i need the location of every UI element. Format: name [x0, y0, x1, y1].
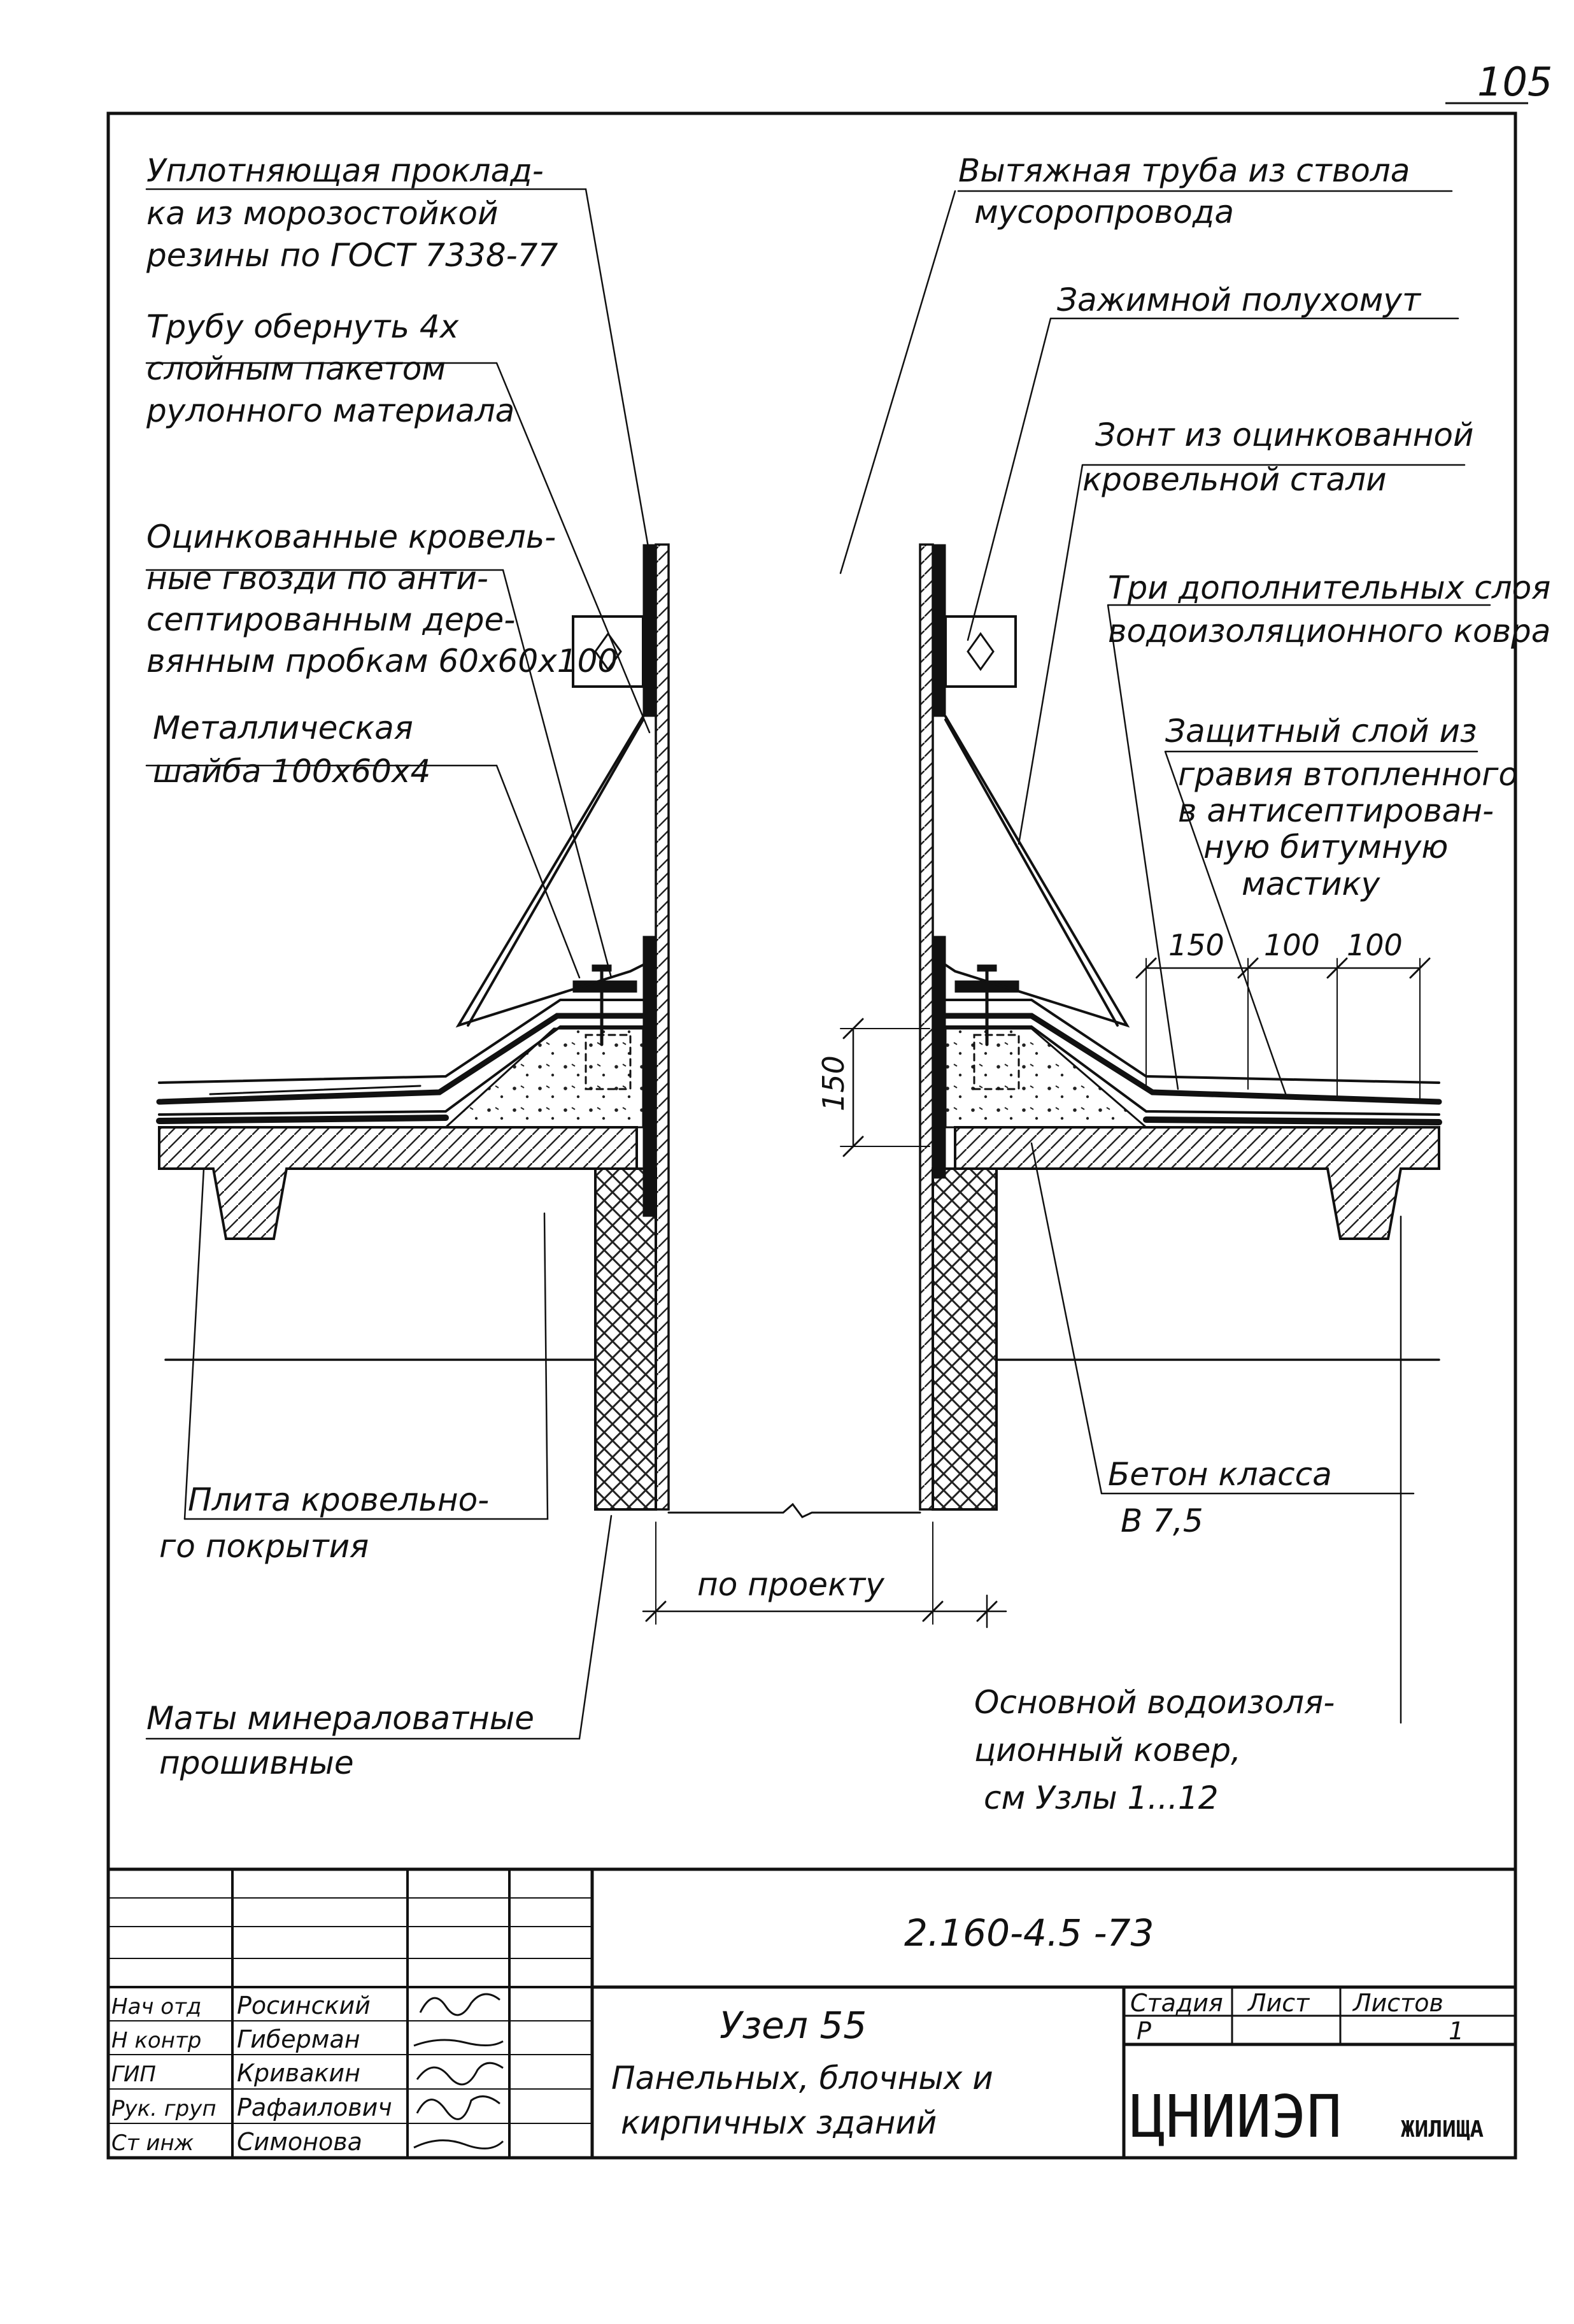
dim-by-project: по проекту: [697, 1566, 885, 1603]
node-title: Узел 55: [720, 2004, 867, 2047]
role-0: Нач отд: [111, 1994, 201, 2020]
callout-protective-line1: Защитный слой из: [1165, 713, 1477, 750]
callout-pipe-line2: мусоропровода: [974, 194, 1234, 231]
dim-150-top: 150: [1168, 928, 1224, 962]
callout-slab-line2: го покрытия: [159, 1528, 369, 1565]
title-block: [108, 1867, 1515, 2158]
drawing-frame: [106, 111, 1517, 2160]
callout-protective-line4: ную битумную: [1203, 829, 1448, 866]
callout-concrete-line2: В 7,5: [1121, 1502, 1203, 1539]
callout-mats: Маты минераловатные прошивные: [146, 1700, 534, 1781]
node-subtitle-1: Панельных, блочных и: [611, 2060, 993, 2097]
roof-slab-right: [954, 1126, 1440, 1240]
callout-protective-line2: гравия втопленного: [1178, 756, 1518, 793]
callout-mats-line2: прошивные: [159, 1744, 354, 1781]
callout-pipe: Вытяжная труба из ствола мусоропровода: [958, 152, 1410, 231]
callout-concrete-line1: Бетон класса: [1108, 1456, 1332, 1493]
callout-main-carpet: Основной водоизоля- ционный ковер, см Уз…: [974, 1684, 1335, 1816]
umbrella-left: [455, 715, 644, 1028]
callout-washer: Металлическая шайба 100х60х4: [153, 709, 430, 790]
drawing-code: 2.160-4.5 -73: [904, 1911, 1154, 1955]
concrete-fill-right: [944, 1027, 1149, 1129]
callout-umbrella-line1: Зонт из оцинкованной: [1095, 417, 1474, 453]
role-2: ГИП: [111, 2062, 156, 2087]
callout-extra-line1: Три дополнительных слоя: [1108, 569, 1550, 606]
role-1: Н контр: [111, 2028, 201, 2053]
role-4: Ст инж: [111, 2130, 194, 2156]
callout-washer-line2: шайба 100х60х4: [153, 753, 430, 790]
name-2: Кривакин: [237, 2059, 360, 2087]
clamp-right: [944, 615, 1017, 688]
callout-nails-line3: септированным дере-: [146, 601, 515, 638]
callout-umbrella-line2: кровельной стали: [1082, 461, 1387, 498]
callout-concrete: Бетон класса В 7,5: [1108, 1456, 1332, 1539]
roof-slab-left: [158, 1126, 638, 1240]
callout-umbrella: Зонт из оцинкованной кровельной стали: [1082, 417, 1474, 498]
concrete-fill-left: [443, 1027, 644, 1129]
sheets-header: Листов: [1352, 1989, 1443, 2017]
sheet-header: Лист: [1247, 1989, 1310, 2017]
callout-slab-line1: Плита кровельно-: [188, 1481, 489, 1518]
mineral-wool-right: [932, 1167, 998, 1511]
callout-protective: Защитный слой из гравия втопленного в ан…: [1165, 713, 1518, 902]
roof-node-drawing: [145, 188, 1491, 1740]
node-subtitle-2: кирпичных зданий: [621, 2104, 937, 2141]
callout-nails-line1: Оцинкованные кровель-: [146, 518, 556, 555]
stage-header: Стадия: [1130, 1989, 1223, 2017]
dim-100-a: 100: [1264, 928, 1320, 962]
callout-gasket: Уплотняющая проклад- ка из морозостойкой…: [146, 152, 558, 274]
callout-extra-line2: водоизоляционного ковра: [1108, 613, 1550, 650]
callout-main-carpet-line2: ционный ковер,: [974, 1732, 1241, 1769]
callout-gasket-line2: ка из морозостойкой: [146, 195, 499, 232]
role-3: Рук. груп: [111, 2096, 216, 2121]
dim-150-vertical: 150: [816, 1055, 851, 1111]
sheets-value: 1: [1449, 2017, 1464, 2045]
callout-nails: Оцинкованные кровель- ные гвозди по анти…: [146, 518, 618, 680]
callout-gasket-line3: резины по ГОСТ 7338-77: [146, 237, 558, 274]
org-logo-main: ЦНИИЭП: [1130, 2083, 1342, 2151]
callout-clamp: Зажимной полухомут: [1057, 282, 1422, 318]
callout-nails-line4: вянным пробкам 60х60х100: [146, 643, 618, 680]
callout-wrap-line2: слойным пакетом: [146, 350, 446, 387]
callout-protective-line3: в антисептирован-: [1178, 792, 1494, 829]
mineral-wool-left: [594, 1167, 657, 1511]
signatures: [413, 1993, 504, 2149]
callout-wrap: Трубу обернуть 4х слойным пакетом рулонн…: [146, 308, 514, 429]
umbrella-right: [944, 715, 1130, 1028]
name-0: Росинский: [237, 1992, 371, 2020]
callout-gasket-line1: Уплотняющая проклад-: [146, 152, 544, 189]
callout-washer-line1: Металлическая: [153, 709, 413, 746]
staff-roles: Нач отд Н контр ГИП Рук. груп Ст инж: [111, 1994, 216, 2156]
callout-main-carpet-line1: Основной водоизоля-: [974, 1684, 1335, 1721]
callout-main-carpet-line3: см Узлы 1...12: [984, 1779, 1219, 1816]
callout-slab: Плита кровельно- го покрытия: [159, 1481, 489, 1565]
callout-wrap-line3: рулонного материала: [146, 392, 514, 429]
callout-wrap-line1: Трубу обернуть 4х: [146, 308, 459, 345]
dim-100-b: 100: [1347, 928, 1403, 962]
callout-mats-line1: Маты минераловатные: [146, 1700, 534, 1737]
pipe-wall-right: [919, 543, 934, 1511]
name-3: Рафаилович: [237, 2093, 392, 2121]
callout-nails-line2: ные гвозди по анти-: [146, 560, 488, 597]
org-logo-sub: ЖИЛИЩА: [1401, 2116, 1484, 2142]
clamp-left: [572, 615, 644, 688]
name-1: Гиберман: [237, 2025, 360, 2053]
callout-protective-line5: мастику: [1242, 866, 1381, 902]
callout-pipe-line1: Вытяжная труба из ствола: [958, 152, 1410, 189]
staff-names: Росинский Гиберман Кривакин Рафаилович С…: [237, 1992, 392, 2156]
page-number: 105: [1477, 59, 1552, 105]
callout-extra-layers: Три дополнительных слоя водоизоляционног…: [1108, 569, 1550, 650]
name-4: Симонова: [237, 2128, 362, 2156]
pipe-wall-left: [655, 543, 670, 1511]
stage-value: Р: [1137, 2017, 1151, 2045]
